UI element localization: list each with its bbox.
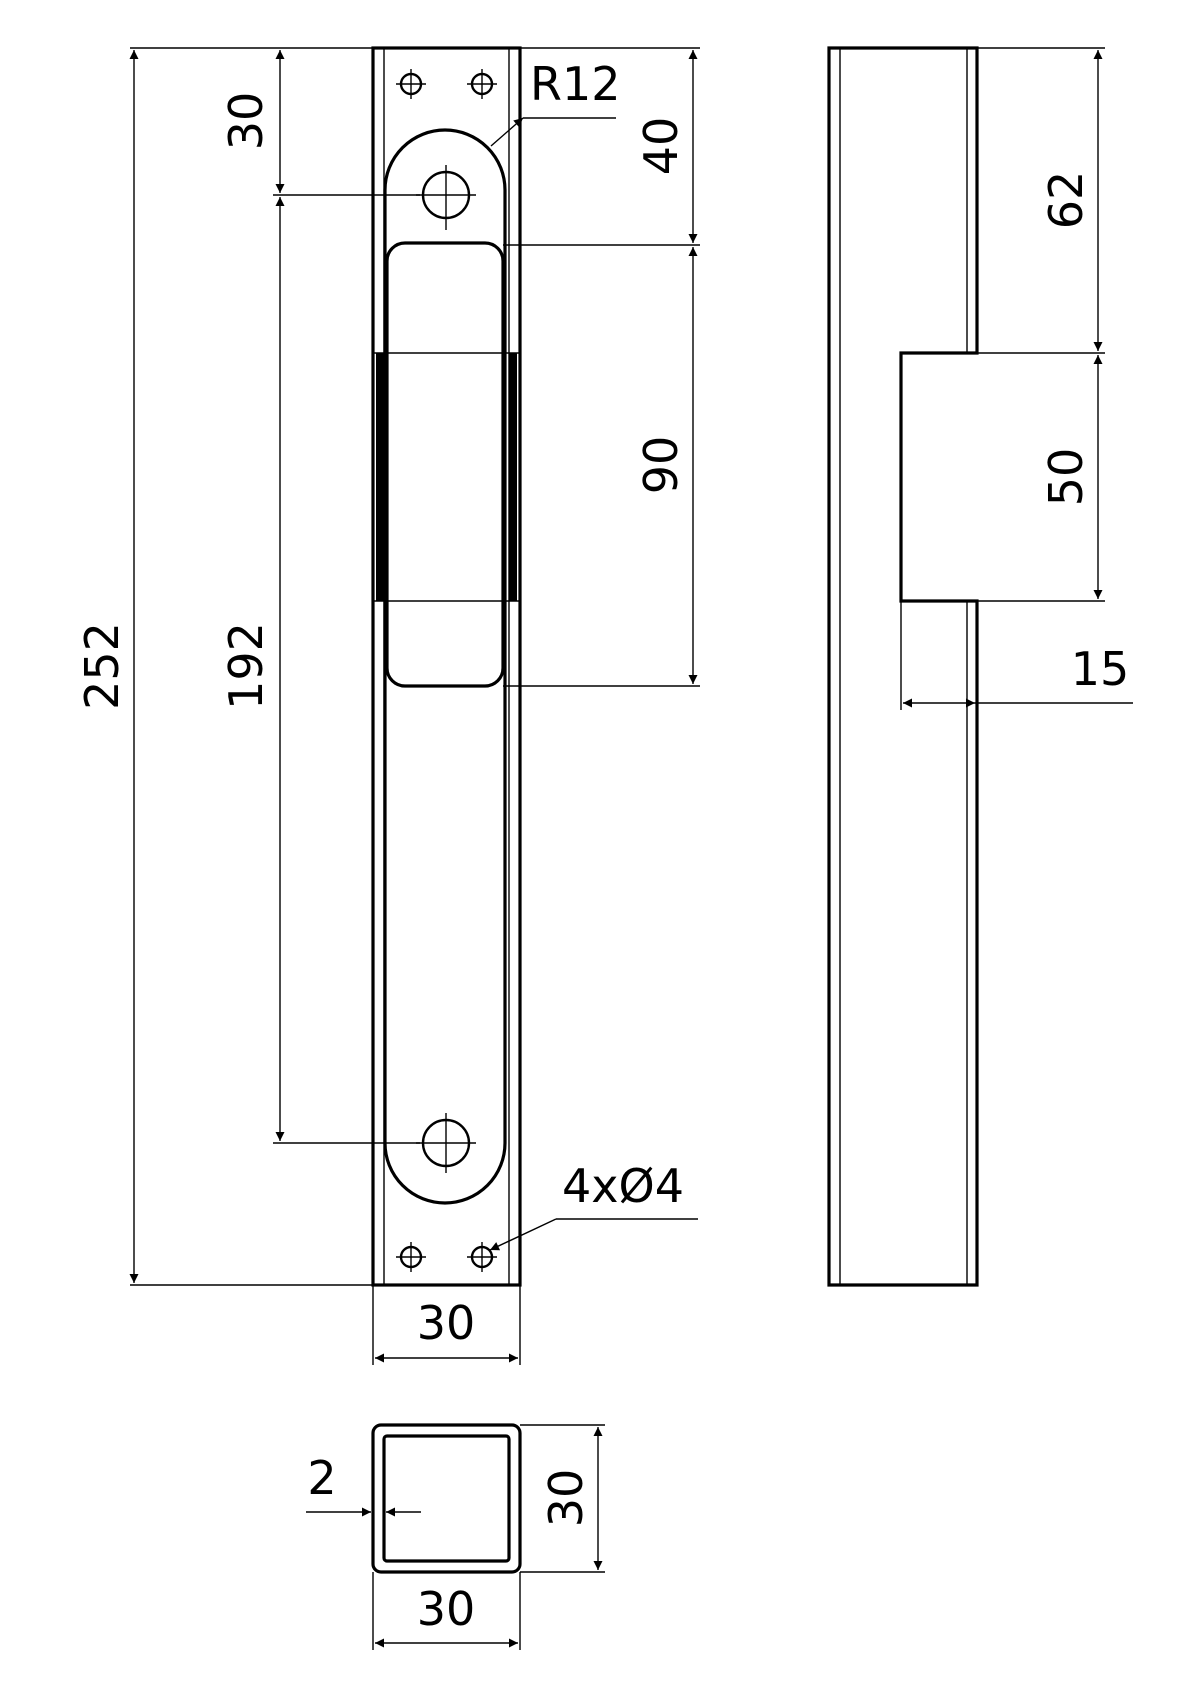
dim-holes: 4xØ4 — [562, 1159, 684, 1213]
section-outer — [371, 1423, 522, 1574]
dim-overall-length: 252 — [75, 622, 129, 710]
dim-top-to-window: 40 — [634, 117, 688, 176]
dim-radius: R12 — [530, 57, 621, 111]
front-outline — [371, 46, 522, 1287]
dim-cutout-depth: 15 — [1071, 642, 1130, 696]
section-dimensions: 2 30 30 — [306, 1424, 605, 1650]
small-hole-top-right — [467, 69, 497, 99]
dim-top-to-hole: 30 — [219, 92, 273, 151]
dim-section-height: 30 — [539, 1469, 593, 1528]
front-dimensions: 252 30 192 R12 40 90 4xØ4 30 — [75, 47, 700, 1365]
side-view — [827, 46, 979, 1287]
window — [385, 241, 505, 688]
side-profile-outline — [827, 46, 979, 1287]
section-view — [371, 1423, 522, 1574]
side-dimensions: 62 50 15 — [900, 47, 1133, 710]
dim-side-top-segment: 62 — [1039, 171, 1093, 230]
front-view — [371, 46, 522, 1287]
cutout-band-left — [376, 353, 384, 601]
small-hole-bottom-left — [396, 1242, 426, 1272]
dim-front-width: 30 — [417, 1296, 476, 1350]
small-hole-bottom-right — [467, 1242, 497, 1272]
dim-hole-spacing: 192 — [219, 622, 273, 710]
cutout-band-right — [509, 353, 517, 601]
mounting-hole-top — [416, 165, 476, 230]
dim-section-width: 30 — [417, 1582, 476, 1636]
dim-window-length: 90 — [634, 436, 688, 495]
section-inner — [382, 1434, 511, 1563]
mounting-hole-bottom — [416, 1113, 476, 1173]
small-hole-top-left — [396, 69, 426, 99]
dim-wall-thickness: 2 — [307, 1451, 336, 1505]
pocket-outline — [383, 128, 507, 1205]
dim-cutout-length: 50 — [1039, 448, 1093, 507]
